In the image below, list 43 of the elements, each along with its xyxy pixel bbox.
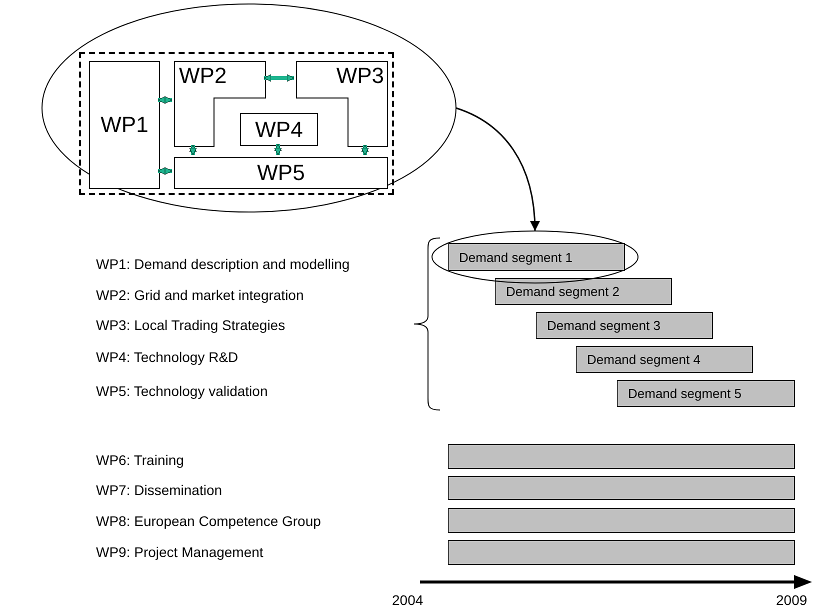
task-label: WP3: Local Trading Strategies xyxy=(96,317,286,333)
year-label: 2004 xyxy=(392,592,424,608)
bar-label: Demand segment 5 xyxy=(628,387,742,400)
ellipse-outline xyxy=(432,231,638,283)
double-arrow xyxy=(158,96,172,104)
gantt-bar xyxy=(536,312,713,339)
task-label: WP8: European Competence Group xyxy=(96,513,321,529)
task-label: WP7: Dissemination xyxy=(96,482,222,498)
gantt-bar xyxy=(448,444,795,469)
gantt-bar xyxy=(495,278,672,305)
work-package-box xyxy=(174,157,388,189)
box-label: WP2 xyxy=(179,65,227,87)
gantt-bar xyxy=(617,380,795,407)
ellipse-outline xyxy=(42,4,456,212)
double-arrow xyxy=(264,74,294,82)
gantt-bar xyxy=(448,243,625,271)
task-label: WP9: Project Management xyxy=(96,544,264,560)
year-label: 2009 xyxy=(776,592,808,608)
double-arrow xyxy=(361,144,369,156)
gantt-bar xyxy=(448,508,795,533)
work-package-box xyxy=(240,113,318,146)
double-arrow xyxy=(158,167,172,175)
work-package-box xyxy=(89,61,160,189)
arrow xyxy=(456,107,540,232)
task-label: WP5: Technology validation xyxy=(96,383,268,399)
bar-label: Demand segment 3 xyxy=(547,319,660,332)
box-label: WP4 xyxy=(255,118,303,140)
double-arrow xyxy=(189,144,197,156)
bar-label: Demand segment 1 xyxy=(459,250,572,264)
task-label: WP2: Grid and market integration xyxy=(96,287,304,303)
box-label: WP5 xyxy=(257,162,305,184)
gantt-bar xyxy=(448,540,795,565)
gantt-bar xyxy=(576,346,753,373)
box-label: WP3 xyxy=(336,65,384,87)
bar-label: Demand segment 4 xyxy=(587,353,700,366)
task-label: WP6: Training xyxy=(96,452,184,468)
box-label: WP1 xyxy=(100,114,148,136)
bar-label: Demand segment 2 xyxy=(506,285,620,298)
dashed-frame xyxy=(79,52,394,195)
task-label: WP4: Technology R&D xyxy=(96,349,238,365)
task-label: WP1: Demand description and modelling xyxy=(96,256,350,272)
double-arrow xyxy=(274,144,282,156)
gantt-bar xyxy=(448,476,795,500)
